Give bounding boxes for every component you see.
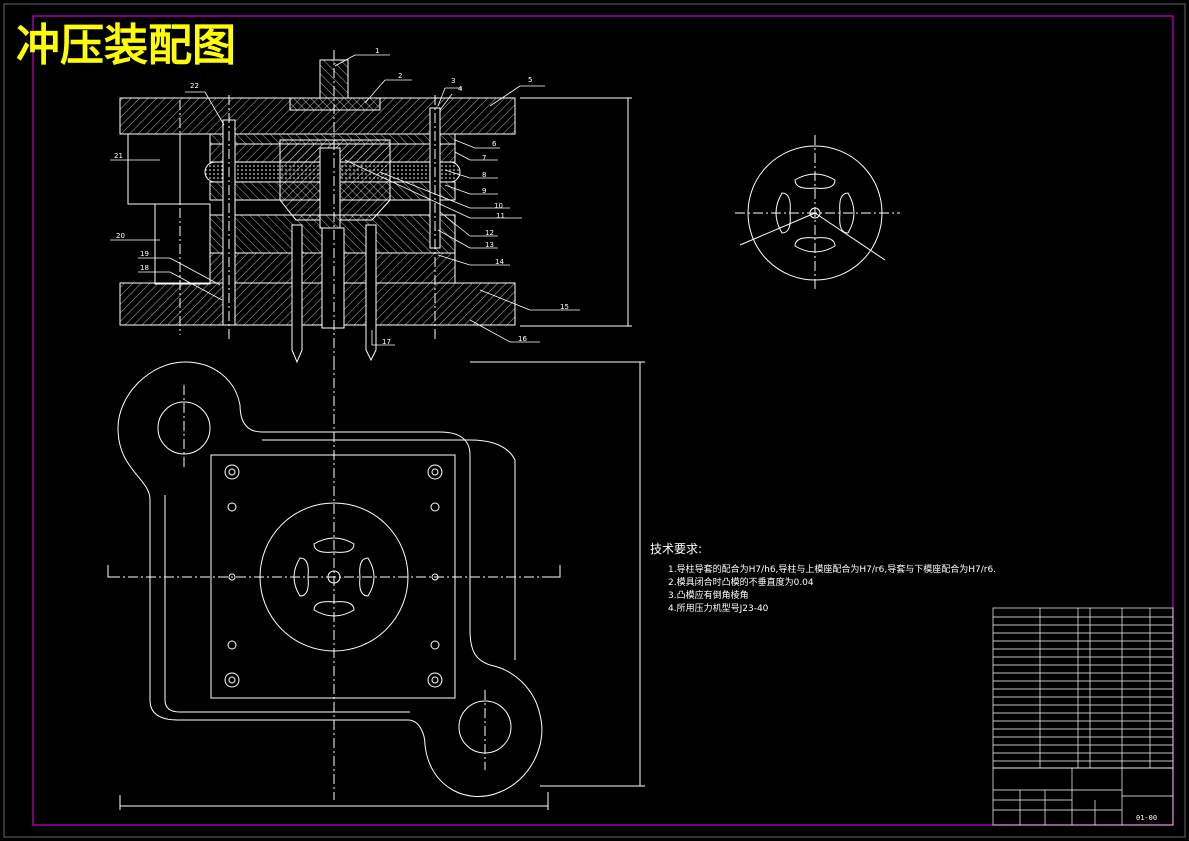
callout-22: 22 (190, 82, 199, 90)
callout-13: 13 (485, 241, 494, 249)
callout-5: 5 (528, 76, 532, 84)
drawing-title: 冲压装配图 (16, 20, 236, 71)
outer-border (3, 3, 1186, 838)
ejector-pin-left (291, 224, 303, 364)
callout-18: 18 (140, 264, 149, 272)
callout-20: 20 (116, 232, 125, 240)
lower-die-outline (117, 361, 543, 797)
drawing-border (32, 15, 1174, 826)
callout-16: 16 (518, 335, 527, 343)
lower-die-shoe (119, 282, 516, 326)
tech-req-item-1: 1.导柱导套的配合为H7/h6,导柱与上模座配合为H7/r6,导套与下模座配合为… (668, 563, 996, 575)
tech-req-item-2: 2.模具闭合时凸模的不垂直度为0.04 (668, 576, 814, 588)
callout-19: 19 (140, 250, 149, 258)
ejector-pin-right (365, 224, 377, 362)
callout-17: 17 (382, 338, 391, 346)
callout-8: 8 (482, 171, 486, 179)
callout-10: 10 (494, 202, 503, 210)
callout-6: 6 (492, 140, 497, 148)
tech-req-item-3: 3.凸模应有倒角棱角 (668, 589, 749, 601)
callout-2: 2 (398, 72, 402, 80)
callout-12: 12 (485, 229, 494, 237)
workpiece-view (735, 135, 900, 292)
callout-21: 21 (114, 152, 123, 160)
tech-req-item-4: 4.所用压力机型号J23-40 (668, 602, 769, 614)
part-callouts: 1 2 3 4 5 6 7 8 9 10 11 12 13 14 15 16 1… (110, 47, 580, 346)
guide-bushing-block (127, 133, 181, 205)
callout-1: 1 (375, 47, 379, 55)
drawing-number: 01-00 (1136, 814, 1157, 822)
callout-15: 15 (560, 303, 569, 311)
callout-11: 11 (496, 212, 505, 220)
callout-7: 7 (482, 154, 486, 162)
parts-list (992, 607, 1174, 826)
section-view (119, 50, 632, 364)
callout-9: 9 (482, 187, 486, 195)
callout-4: 4 (458, 85, 463, 93)
technical-requirements: 技术要求: 1.导柱导套的配合为H7/h6,导柱与上模座配合为H7/r6,导套与… (650, 542, 996, 614)
callout-3: 3 (451, 77, 455, 85)
plan-view (107, 360, 645, 810)
tech-req-heading: 技术要求: (650, 542, 702, 556)
callout-14: 14 (495, 258, 504, 266)
